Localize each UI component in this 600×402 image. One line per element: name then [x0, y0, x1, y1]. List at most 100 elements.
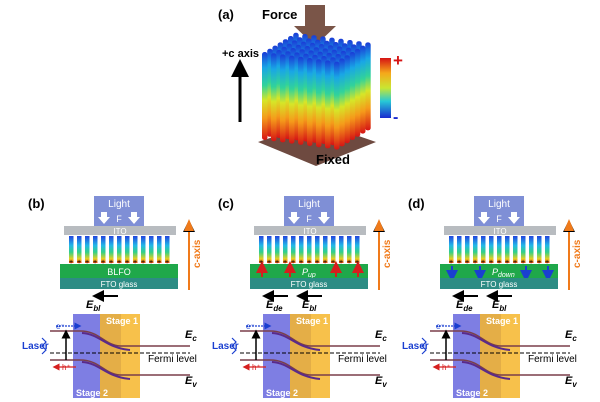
- polarization-label: Pdown: [492, 267, 515, 279]
- force-f-label: F: [116, 214, 122, 224]
- panel-a: (a) Force +c axis Fixed + -: [218, 5, 403, 167]
- panel-a-label: (a): [218, 7, 234, 22]
- nanorod: [141, 236, 146, 263]
- force-down-arrow: [478, 212, 490, 224]
- nanorod: [280, 54, 286, 143]
- nanorod: [323, 236, 328, 263]
- ec-label: Ec: [185, 329, 197, 343]
- nanorod: [537, 236, 542, 263]
- nanorod: [69, 236, 74, 263]
- hole-label: h⁺: [442, 363, 451, 372]
- force-down-arrow: [98, 212, 110, 224]
- ito-label: ITO: [493, 227, 506, 236]
- valence-band-bend: [461, 361, 511, 380]
- stage1-label: Stage 1: [106, 316, 138, 326]
- plus-charge: +: [157, 259, 161, 266]
- hole-label: h⁺: [252, 363, 261, 372]
- nanorod: [109, 236, 114, 263]
- fermi-level-label: Fermi level: [148, 354, 197, 365]
- plus-charge: +: [465, 259, 469, 266]
- conduction-band-bend: [81, 332, 131, 351]
- fto-glass-layer: [60, 278, 178, 289]
- valence-band-bend: [271, 361, 321, 380]
- valence-band: [79, 359, 190, 376]
- plus-charge: +: [537, 259, 541, 266]
- plus-charge: +: [521, 259, 525, 266]
- ito-layer: [254, 226, 366, 235]
- nanorod: [521, 236, 526, 263]
- plus-charge: +: [545, 259, 549, 266]
- nanorod: [77, 236, 82, 263]
- plus-charge: +: [513, 259, 517, 266]
- stage1-label: Stage 1: [486, 316, 518, 326]
- force-f-label: F: [306, 214, 312, 224]
- ev-label: Ev: [185, 375, 197, 389]
- polarization-label: Pup: [302, 267, 316, 279]
- plus-charge: +: [505, 259, 509, 266]
- nanorod: [267, 236, 272, 263]
- plus-charge: +: [133, 259, 137, 266]
- nanorod: [481, 236, 486, 263]
- plus-charge: +: [473, 259, 477, 266]
- nanorod: [457, 236, 462, 263]
- c-axis-label: +c axis: [222, 48, 259, 60]
- ev-label: Ev: [375, 375, 387, 389]
- electron-label: e⁻: [436, 322, 445, 331]
- fermi-level-label: Fermi level: [338, 354, 387, 365]
- fto-glass-layer: [440, 278, 558, 289]
- plus-charge: +: [497, 259, 501, 266]
- plus-charge: +: [529, 259, 533, 266]
- conduction-band-bend: [271, 332, 321, 351]
- plus-charge: +: [323, 259, 327, 266]
- plus-charge: +: [339, 259, 343, 266]
- plus-charge: +: [117, 259, 121, 266]
- light-label: Light: [298, 199, 320, 210]
- plus-charge: +: [165, 259, 169, 266]
- plus-charge: +: [299, 259, 303, 266]
- electron-label: e⁻: [56, 322, 65, 331]
- nanorod: [125, 236, 130, 263]
- nanorod: [347, 236, 352, 263]
- nanorod: [262, 52, 268, 140]
- ito-layer: [64, 226, 176, 235]
- plus-charge: +: [259, 259, 263, 266]
- plus-charge: +: [449, 259, 453, 266]
- built-in-field-label: Ebl: [86, 299, 101, 313]
- nanorod: [545, 236, 550, 263]
- nanorod: [334, 61, 340, 150]
- fermi-level-label: Fermi level: [528, 354, 577, 365]
- nanorod: [315, 236, 320, 263]
- nanorod: [339, 58, 345, 147]
- nanorod: [298, 56, 304, 145]
- laser-icon: [231, 337, 237, 355]
- c-axis-label: c-axis: [572, 239, 583, 268]
- plus-charge: +: [347, 259, 351, 266]
- ferroelectric-label: BLFO: [107, 267, 131, 277]
- plus-charge: +: [275, 259, 279, 266]
- plus-charge: +: [141, 259, 145, 266]
- stage2-label: Stage 2: [76, 388, 108, 398]
- stage1-region: [100, 314, 140, 398]
- c-axis-arrowhead: [184, 219, 194, 231]
- nanorod: [473, 236, 478, 263]
- light-label: Light: [488, 199, 510, 210]
- color-scale-bar: [380, 58, 391, 118]
- ito-label: ITO: [113, 227, 126, 236]
- nanorod: [513, 236, 518, 263]
- panel-label: (d): [408, 196, 425, 211]
- c-axis-label: c-axis: [192, 239, 203, 268]
- plus-charge: +: [267, 259, 271, 266]
- laser-label: Laser: [402, 341, 429, 352]
- nanorod: [489, 236, 494, 263]
- electron-label: e⁻: [246, 322, 255, 331]
- nanorod: [307, 58, 313, 146]
- nanorod: [355, 236, 360, 263]
- plus-charge: +: [283, 259, 287, 266]
- nanorod: [157, 236, 162, 263]
- nanorod: [307, 236, 312, 263]
- nanorod: [365, 42, 371, 131]
- plus-charge: +: [291, 259, 295, 266]
- c-axis-arrowhead: [564, 219, 574, 231]
